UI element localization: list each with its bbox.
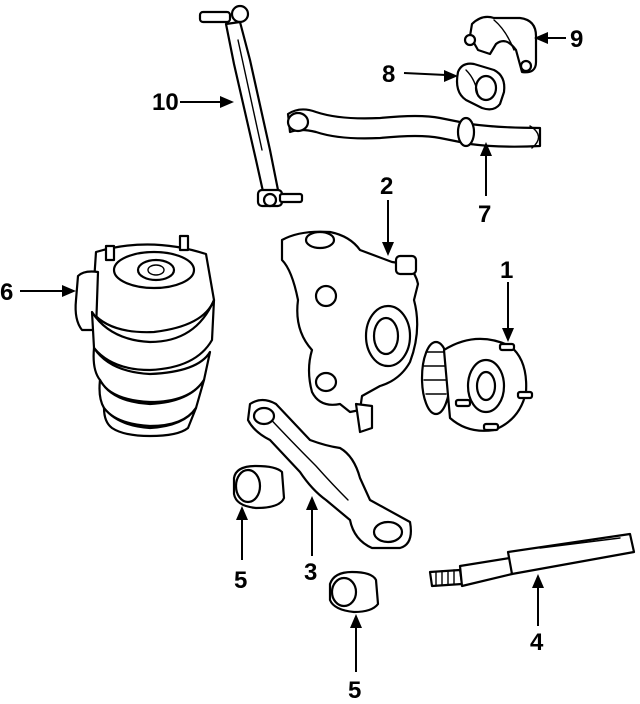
callout-2: 2 — [380, 173, 393, 200]
air-spring-part — [74, 234, 216, 438]
callout-1: 1 — [500, 257, 513, 284]
callout-3: 3 — [304, 559, 317, 586]
bushing-bracket-part — [463, 15, 538, 74]
bushing-lower-part — [328, 570, 380, 614]
leader-lines — [20, 32, 566, 672]
callout-7: 7 — [478, 201, 491, 228]
bushing-upper-part — [232, 464, 286, 510]
callout-8: 8 — [382, 61, 395, 88]
callout-labels: 10 9 8 7 2 1 6 3 5 5 4 — [0, 26, 583, 704]
wheel-hub-part — [420, 337, 534, 432]
stabilizer-bushing-part — [455, 62, 506, 111]
callout-9: 9 — [570, 26, 583, 53]
callout-4: 4 — [530, 629, 544, 656]
callout-5-lower: 5 — [348, 677, 361, 704]
steering-knuckle-part — [280, 230, 420, 434]
callout-6: 6 — [0, 279, 13, 306]
callout-5-upper: 5 — [234, 567, 247, 594]
tie-rod-part — [428, 532, 636, 588]
callout-10: 10 — [152, 89, 179, 116]
stabilizer-bar-part — [286, 108, 542, 149]
stabilizer-link-part — [198, 4, 304, 208]
lower-control-arm-part — [246, 398, 412, 550]
